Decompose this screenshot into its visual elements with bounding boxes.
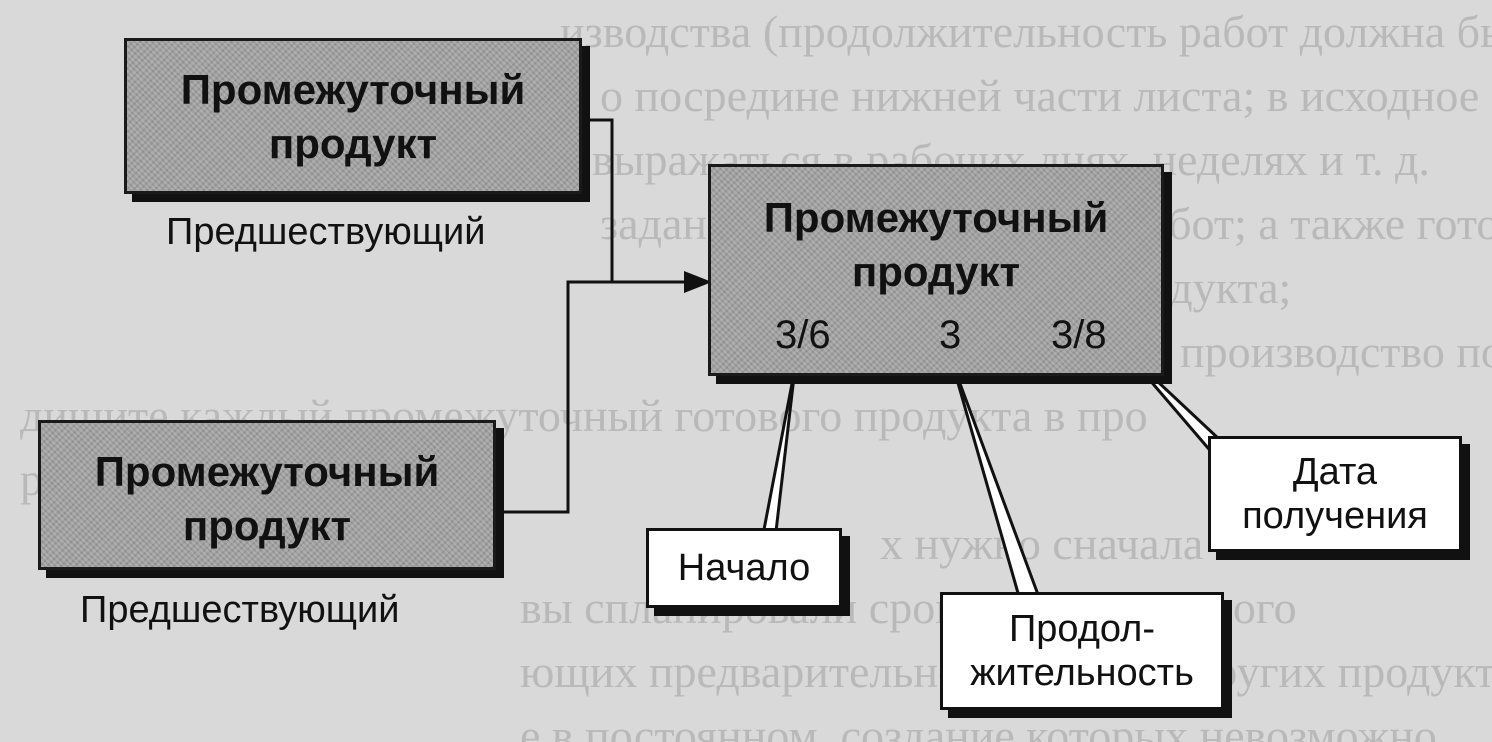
callout-received-line1: Дата	[1292, 451, 1378, 493]
duration-value: 3	[939, 313, 962, 357]
box-title-line2: продукт	[851, 248, 1021, 295]
box-title-line1: Промежуточный	[180, 66, 526, 113]
callout-duration: Продол- жительность	[940, 592, 1224, 710]
callout-received-line2: получения	[1242, 495, 1428, 537]
box-title-line2: продукт	[268, 120, 438, 167]
predecessor-caption-top: Предшествующий	[166, 211, 486, 253]
box-title-line2: продукт	[182, 502, 352, 549]
box-title-line1: Промежуточный	[94, 448, 440, 495]
callout-received-date: Дата получения	[1208, 436, 1462, 552]
predecessor-caption-bottom: Предшествующий	[80, 589, 400, 631]
start-date-value: 3/6	[775, 313, 831, 357]
callout-duration-line1: Продол-	[1008, 608, 1156, 650]
intermediate-product-box-bottom: Промежуточный продукт	[38, 420, 496, 570]
callout-start: Начало	[646, 528, 842, 608]
box-title-line1: Промежуточный	[763, 194, 1109, 241]
intermediate-product-box-main: Промежуточный продукт 3/6 3 3/8	[708, 164, 1164, 376]
callout-start-text: Начало	[677, 547, 811, 589]
intermediate-product-box-top: Промежуточный продукт	[124, 38, 582, 194]
received-date-value: 3/8	[1051, 313, 1107, 357]
callout-duration-line2: жительность	[970, 652, 1194, 694]
